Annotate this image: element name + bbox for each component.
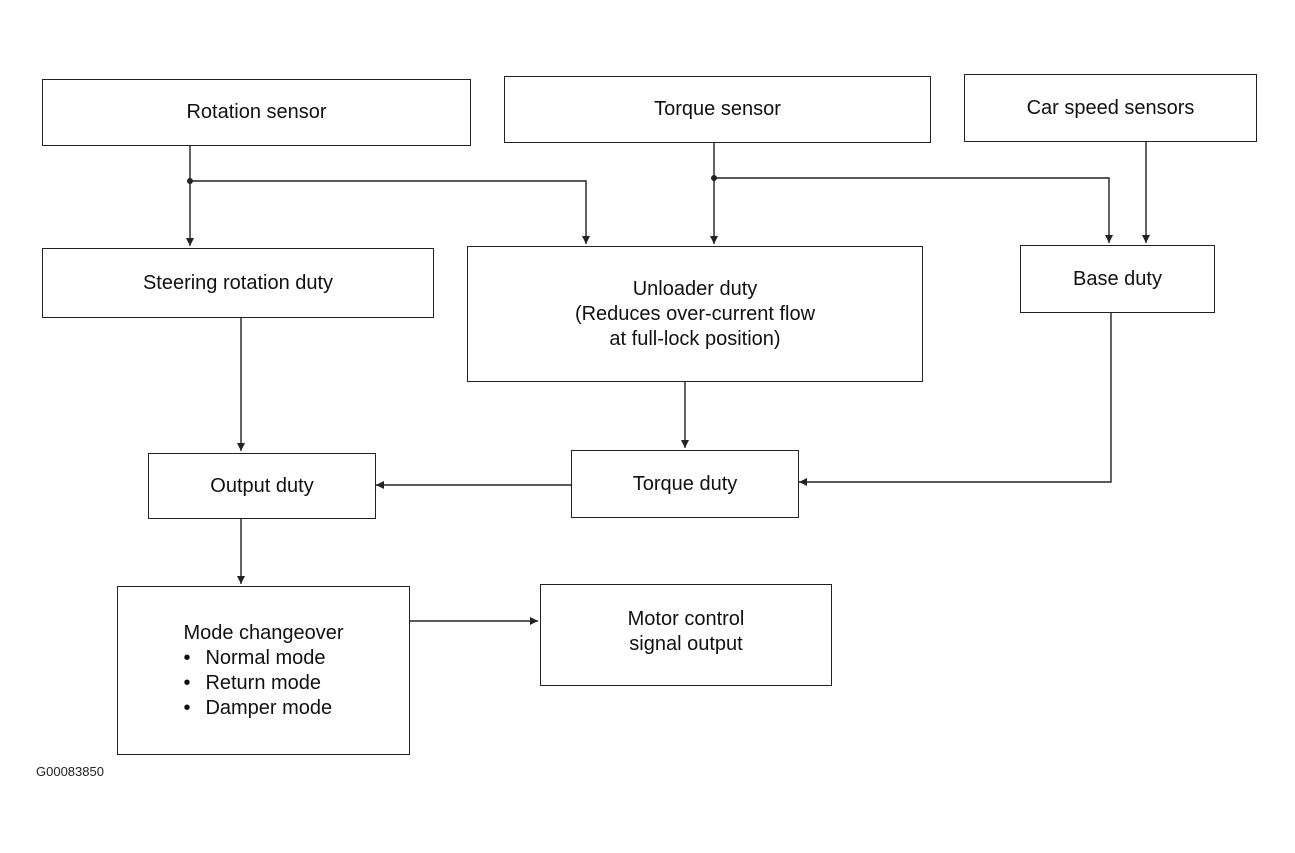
mode-item-return-label: Return mode — [205, 671, 322, 694]
base-duty-block: Base duty — [1020, 245, 1215, 313]
unloader-duty-block: Unloader duty (Reduces over-current flow… — [467, 246, 923, 382]
torque-duty-label: Torque duty — [632, 472, 738, 495]
unloader-duty-line-2: (Reduces over-current flow — [574, 302, 816, 325]
mode-changeover-title: Mode changeover — [183, 621, 344, 644]
car-speed-sensors-block: Car speed sensors — [964, 74, 1257, 142]
junction-dot-rotation — [187, 178, 193, 184]
motor-control-block: Motor control signal output — [540, 584, 832, 686]
arrow-rotation-to-unloader — [190, 180, 590, 244]
output-duty-label: Output duty — [210, 474, 314, 497]
output-duty-block: Output duty — [148, 453, 376, 519]
rotation-sensor-block: Rotation sensor — [42, 79, 471, 146]
arrow-torque-to-base — [714, 177, 1113, 243]
torque-sensor-label: Torque sensor — [654, 98, 781, 120]
mode-item-return: Return mode — [183, 671, 343, 696]
arrow-base-to-torque — [799, 313, 1112, 486]
mode-item-damper: Damper mode — [183, 696, 343, 721]
mode-item-damper-label: Damper mode — [205, 696, 333, 719]
mode-changeover-content: Mode changeover Normal mode Return mode … — [183, 621, 343, 721]
torque-sensor-block: Torque sensor — [504, 76, 931, 143]
figure-id: G00083850 — [36, 764, 104, 779]
motor-control-line-1: Motor control — [627, 608, 745, 630]
junction-dot-torque — [711, 175, 717, 181]
mode-changeover-block: Mode changeover Normal mode Return mode … — [117, 586, 410, 755]
unloader-duty-line-3: at full-lock position) — [609, 327, 781, 350]
mode-item-normal-label: Normal mode — [205, 646, 326, 669]
motor-control-line-2: signal output — [629, 633, 743, 655]
unloader-duty-line-1: Unloader duty — [632, 277, 758, 300]
torque-duty-block: Torque duty — [571, 450, 799, 518]
steering-rotation-duty-label: Steering rotation duty — [142, 271, 334, 294]
rotation-sensor-label: Rotation sensor — [186, 101, 327, 123]
car-speed-sensors-label: Car speed sensors — [1026, 96, 1195, 119]
steering-rotation-duty-block: Steering rotation duty — [42, 248, 434, 318]
base-duty-label: Base duty — [1073, 267, 1162, 290]
mode-item-normal: Normal mode — [183, 646, 343, 671]
